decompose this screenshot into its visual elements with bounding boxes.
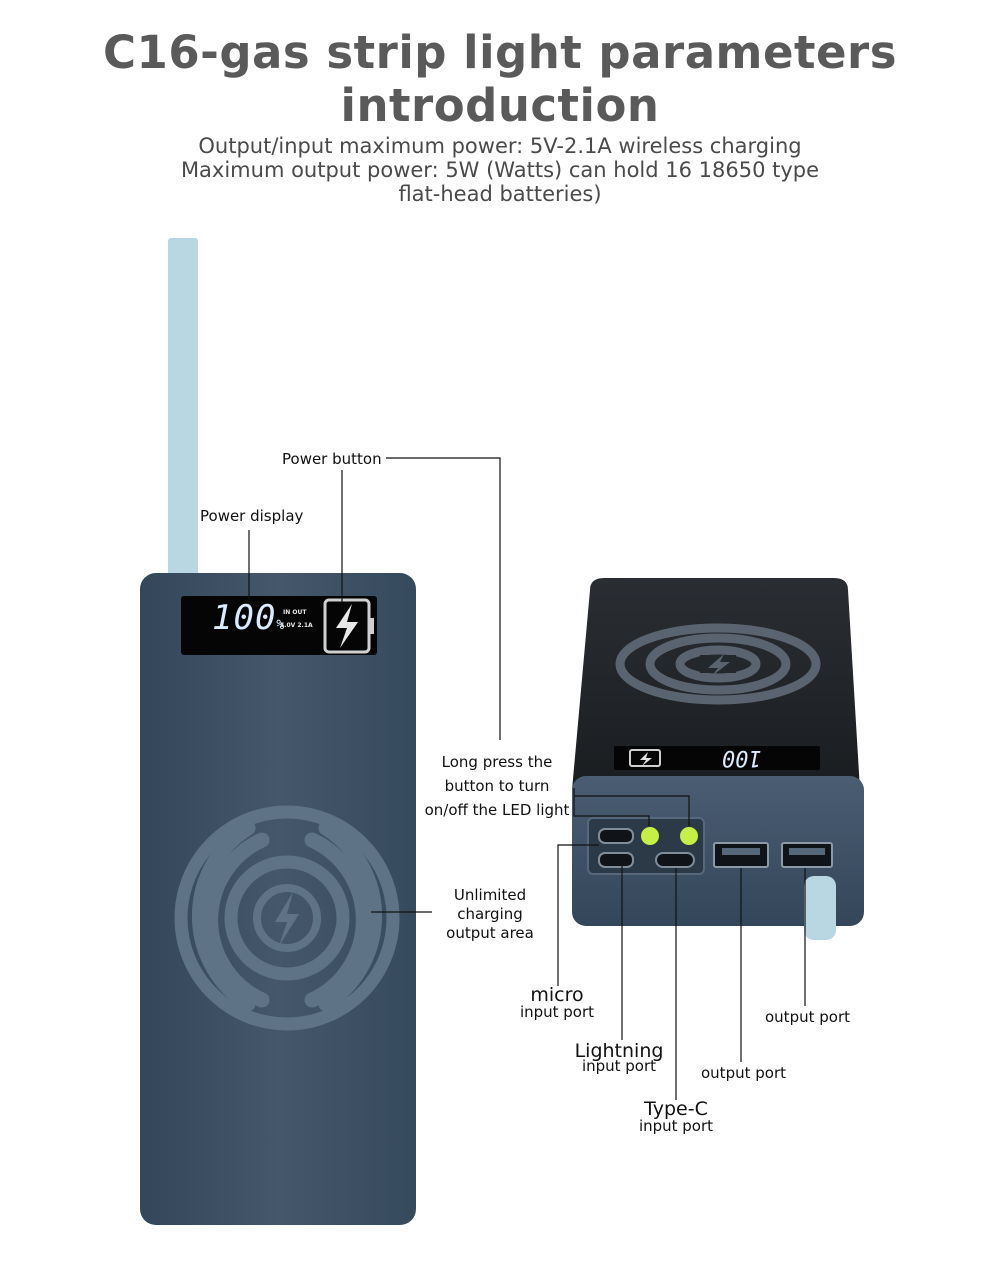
lanyard: [804, 876, 836, 940]
power-bank-top-face: [572, 578, 860, 790]
type-c-port: [655, 852, 695, 868]
label-type-c-port: Type-C input port: [638, 1098, 714, 1136]
power-bank-front-view: [140, 238, 416, 1225]
label-power-display: Power display: [200, 507, 304, 525]
lcd-display: [181, 596, 377, 655]
lightning-bolt-icon: [708, 654, 730, 676]
lightning-bolt-icon: [336, 604, 358, 648]
lcd-percentage: 100%: [212, 598, 286, 638]
lightning-bolt-icon: [275, 892, 299, 946]
label-micro-port: micro input port: [519, 984, 595, 1022]
lcd-voltage: 5.0V 2.1A: [280, 622, 313, 629]
lanyard: [168, 238, 198, 583]
label-led-light: Long press the button to turn on/off the…: [424, 753, 570, 819]
power-bank-body: [140, 573, 416, 1225]
label-output-port: output port: [765, 1008, 850, 1026]
power-bank-side-view: [572, 578, 864, 940]
page-title: C16-gas strip light parameters introduct…: [103, 26, 897, 132]
lcd-in-out: IN OUT: [283, 609, 307, 616]
label-wireless-output: Unlimited charging output area: [446, 886, 534, 942]
leader-lines: [248, 457, 806, 1100]
label-power-button: Power button: [282, 450, 382, 468]
lcd-percentage-mirrored: 100: [722, 745, 762, 770]
label-lightning-port: Lightning input port: [574, 1040, 664, 1076]
spec-line: Maximum output power: 5W (Watts) can hol…: [180, 158, 820, 182]
wireless-charging-icon: [192, 820, 382, 1012]
label-output-port: output port: [701, 1064, 786, 1082]
lcd-display-mirrored: [614, 746, 820, 770]
spec-block: Output/input maximum power: 5V-2.1A wire…: [0, 134, 1000, 206]
led-light: [641, 827, 659, 845]
led-light: [680, 827, 698, 845]
battery-icon: [323, 598, 374, 654]
lightning-port: [598, 852, 634, 868]
spec-line: flat-head batteries): [398, 182, 602, 206]
micro-port: [598, 828, 634, 844]
spec-line: Output/input maximum power: 5V-2.1A wire…: [198, 134, 802, 158]
